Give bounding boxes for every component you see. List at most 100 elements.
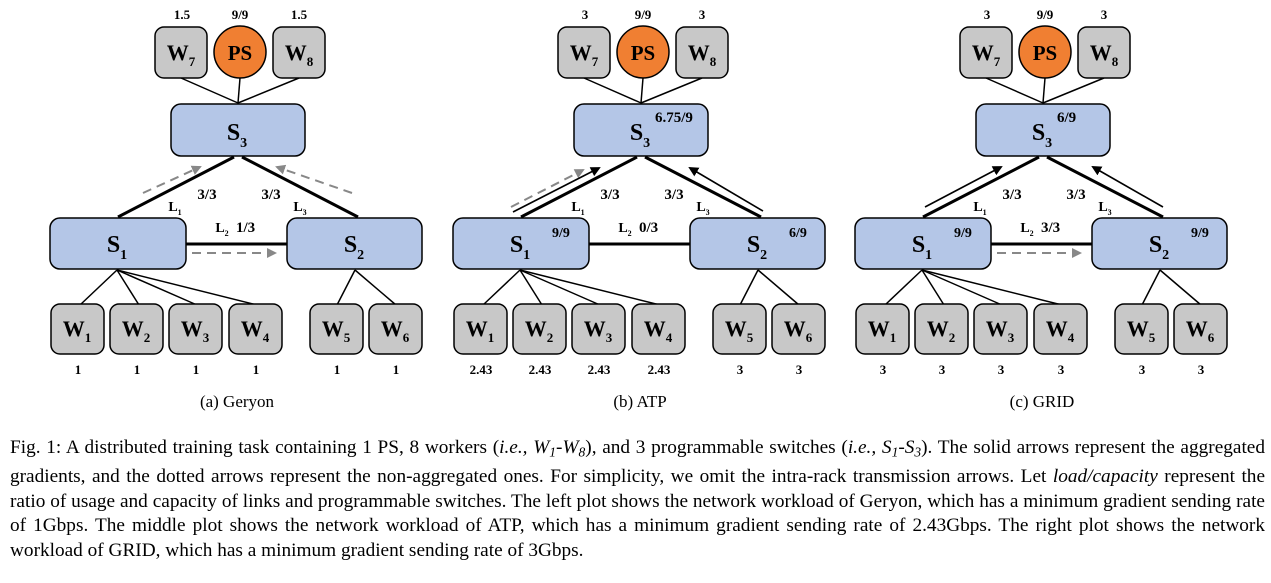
worker-label-4: W4 xyxy=(644,316,673,345)
worker-rate-3: 1 xyxy=(193,362,200,377)
worker-label-7: W7 xyxy=(167,40,196,69)
worker-rate-2: 3 xyxy=(939,362,946,377)
switch-s1 xyxy=(452,217,590,270)
l2-name: L2 xyxy=(1020,221,1033,238)
l3-load: 3/3 xyxy=(1066,187,1085,203)
l2-load: 3/3 xyxy=(1041,220,1060,236)
worker-link-4 xyxy=(921,269,1063,306)
link-l3 xyxy=(1046,155,1164,219)
worker-link-4 xyxy=(519,269,661,306)
link-l1 xyxy=(520,155,638,219)
worker-box-6 xyxy=(771,303,826,355)
worker-label-1: W1 xyxy=(466,316,495,345)
worker-box-6 xyxy=(368,303,423,355)
worker-link-2 xyxy=(116,269,140,306)
worker-box-8 xyxy=(675,26,729,79)
switch-s3 xyxy=(170,103,306,157)
caption-text-1: Fig. 1: A distributed training task cont… xyxy=(10,437,500,458)
worker-box-7 xyxy=(557,26,611,79)
switch-label-s2: S2 xyxy=(344,232,364,263)
worker-rate-4: 1 xyxy=(253,362,260,377)
worker-link-6 xyxy=(757,269,800,306)
caption-text-3: ). The solid arrows represent the aggreg… xyxy=(10,437,1266,487)
worker-rate-5: 3 xyxy=(1139,362,1146,377)
worker-label-7: W7 xyxy=(972,40,1001,69)
worker-label-1: W1 xyxy=(63,316,92,345)
caption-text-2: ), and 3 programmable switches ( xyxy=(585,437,848,458)
top-value-ps: 9/9 xyxy=(635,7,652,22)
l2-name: L2 xyxy=(215,221,228,238)
s3-load: 6/9 xyxy=(1057,110,1076,126)
worker-label-8: W8 xyxy=(1090,40,1119,69)
top-value-w8: 3 xyxy=(1101,7,1108,22)
worker-link-6 xyxy=(1159,269,1202,306)
ps-label: PS xyxy=(228,41,253,65)
caption-worker-range: W1-W8 xyxy=(533,437,586,460)
l3-load: 3/3 xyxy=(261,187,280,203)
panel-caption: (a) Geryon xyxy=(200,392,275,411)
caption-ie-1: i.e., xyxy=(499,437,528,458)
panel-caption: (c) GRID xyxy=(1010,392,1075,411)
switch-label-s1: S1 xyxy=(107,232,127,263)
worker-rate-3: 3 xyxy=(998,362,1005,377)
worker-rate-1: 2.43 xyxy=(470,362,493,377)
worker-link-2 xyxy=(921,269,945,306)
s2-load: 9/9 xyxy=(1191,226,1209,241)
worker-rate-6: 1 xyxy=(393,362,400,377)
link-l1 xyxy=(117,155,235,219)
l1-load: 3/3 xyxy=(197,187,216,203)
worker-label-6: W6 xyxy=(1186,316,1215,345)
worker-label-6: W6 xyxy=(381,316,410,345)
worker-rate-1: 1 xyxy=(75,362,82,377)
worker-box-3 xyxy=(571,303,626,355)
l2-load: 0/3 xyxy=(639,220,658,236)
ps-label: PS xyxy=(631,41,656,65)
worker-box-3 xyxy=(973,303,1028,355)
caption-switch-range: S1-S3 xyxy=(881,437,922,460)
l2-load: 1/3 xyxy=(236,220,255,236)
top-link-3 xyxy=(1042,77,1105,104)
worker-link-3 xyxy=(921,269,1003,306)
worker-label-6: W6 xyxy=(784,316,813,345)
l1-load: 3/3 xyxy=(600,187,619,203)
worker-label-3: W3 xyxy=(584,316,613,345)
top-value-w7: 3 xyxy=(984,7,991,22)
switch-s3 xyxy=(573,103,709,157)
top-value-w7: 1.5 xyxy=(174,7,191,22)
worker-box-1 xyxy=(50,303,105,355)
switch-s2 xyxy=(689,217,826,270)
worker-box-7 xyxy=(959,26,1013,79)
worker-rate-1: 3 xyxy=(880,362,887,377)
worker-label-5: W5 xyxy=(725,316,754,345)
link-l3 xyxy=(644,155,762,219)
worker-rate-6: 3 xyxy=(1198,362,1205,377)
worker-label-2: W2 xyxy=(927,316,956,345)
worker-box-2 xyxy=(914,303,969,355)
top-link-2 xyxy=(640,77,644,104)
switch-label-s3: S3 xyxy=(1032,120,1052,151)
worker-box-6 xyxy=(1173,303,1228,355)
worker-label-8: W8 xyxy=(285,40,314,69)
switch-label-s2: S2 xyxy=(747,232,767,263)
top-value-w8: 3 xyxy=(699,7,706,22)
switch-label-s3: S3 xyxy=(227,120,247,151)
top-value-ps: 9/9 xyxy=(232,7,249,22)
s3-load: 6.75/9 xyxy=(655,110,693,126)
l3-name: L3 xyxy=(1098,200,1111,217)
worker-link-3 xyxy=(519,269,601,306)
link-l3 xyxy=(241,155,359,219)
worker-box-1 xyxy=(453,303,508,355)
dashed-arrow-up-2 xyxy=(275,164,353,194)
switch-s2 xyxy=(286,217,423,270)
worker-link-5 xyxy=(739,269,759,306)
worker-label-2: W2 xyxy=(122,316,151,345)
worker-label-2: W2 xyxy=(525,316,554,345)
worker-rate-2: 1 xyxy=(134,362,141,377)
worker-link-1 xyxy=(79,269,118,306)
l1-name: L1 xyxy=(168,200,181,217)
switch-s1 xyxy=(854,217,992,270)
